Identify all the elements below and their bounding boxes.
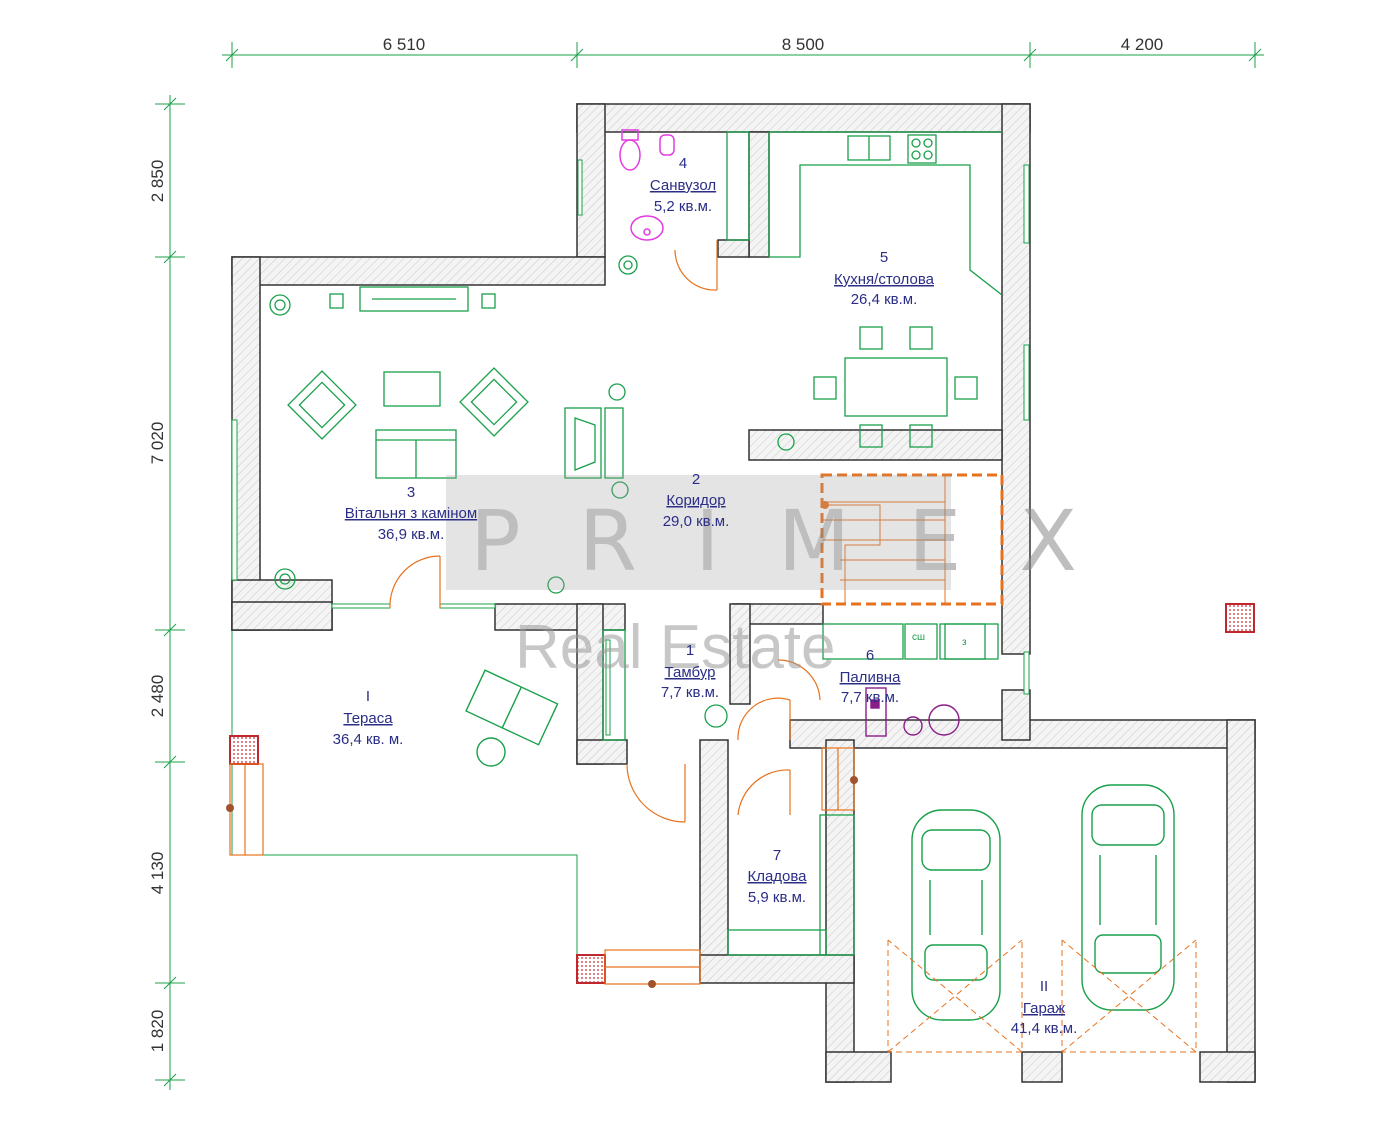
room-number: 5 xyxy=(880,249,888,266)
room-name: Коридор xyxy=(666,492,725,509)
terrace-steps xyxy=(226,747,858,988)
fireplace xyxy=(564,407,602,479)
room-number: 3 xyxy=(407,484,415,501)
room-number: 7 xyxy=(773,847,781,864)
room-area: 5,2 кв.м. xyxy=(654,198,712,215)
boiler-room-fixtures xyxy=(822,623,999,660)
stove-icon xyxy=(907,134,937,164)
washbasin-icon xyxy=(630,215,664,241)
room-name: Санвузол xyxy=(650,177,716,194)
storage-shelves xyxy=(727,814,855,956)
room-name: Гараж xyxy=(1023,1000,1065,1017)
kitchen-furniture xyxy=(768,131,1003,451)
room-area: 7,7 кв.м. xyxy=(661,684,719,701)
room-area: 29,0 кв.м. xyxy=(663,513,730,530)
dim-left-2: 7 020 xyxy=(148,422,167,465)
room-label-II: II Гараж 41,4 кв.м. xyxy=(1011,978,1078,1037)
room-label-6: 6 Паливна 7,7 кв.м. xyxy=(840,647,902,706)
terrace-table xyxy=(476,737,506,767)
room-name: Тераса xyxy=(343,710,393,727)
garage-cars xyxy=(911,784,1175,1021)
washer-box xyxy=(904,623,938,660)
room-label-3: 3 Вітальня з каміном 36,9 кв.м. xyxy=(345,484,477,543)
terrace-outline xyxy=(231,610,578,960)
terrace-furniture xyxy=(465,669,559,767)
toilet-icon xyxy=(619,139,641,171)
watermark-line2: Real Estate xyxy=(515,613,836,682)
room-area: 41,4 кв.м. xyxy=(1011,1020,1078,1037)
columns xyxy=(229,603,1255,984)
dryer-label: з xyxy=(962,637,967,648)
doors xyxy=(389,240,821,823)
room-label-I: I Тераса 36,4 кв. м. xyxy=(333,688,404,748)
boiler-fixtures xyxy=(865,687,960,737)
dim-top-3: 4 200 xyxy=(1121,35,1164,54)
bidet-icon xyxy=(659,134,675,156)
dim-left-4: 4 130 xyxy=(148,852,167,895)
car-right-icon xyxy=(1081,784,1175,1011)
watermark-line1: PRIMEX xyxy=(470,492,1135,590)
armchair-left xyxy=(287,370,357,440)
room-name: Вітальня з каміном xyxy=(345,505,477,522)
armchair-right xyxy=(459,367,529,437)
staircase xyxy=(820,473,1004,606)
car-left-icon xyxy=(911,809,1001,1021)
room-name: Паливна xyxy=(840,669,902,686)
room-area: 5,9 кв.м. xyxy=(748,889,806,906)
room-name: Тамбур xyxy=(665,664,716,681)
room-label-1: 1 Тамбур 7,7 кв.м. xyxy=(661,642,719,701)
bathroom-fixtures xyxy=(619,129,675,241)
room-label-2: 2 Коридор 29,0 кв.м. xyxy=(663,471,730,530)
column-terrace-bottom xyxy=(576,954,606,984)
plant-icon xyxy=(269,294,291,316)
garage-gate-lines xyxy=(887,939,1197,1053)
dim-left-5: 1 820 xyxy=(148,1010,167,1053)
room-number: 2 xyxy=(692,471,700,488)
room-number: 6 xyxy=(866,647,874,664)
bathroom-furniture xyxy=(618,131,750,275)
room-label-4: 4 Санвузол 5,2 кв.м. xyxy=(650,155,716,215)
dim-left-1: 2 850 xyxy=(148,160,167,203)
room-number: 1 xyxy=(686,642,694,659)
dim-left-3: 2 480 xyxy=(148,675,167,718)
room-label-5: 5 Кухня/столова 26,4 кв.м. xyxy=(834,249,935,308)
room-area: 7,7 кв.м. xyxy=(841,689,899,706)
room-number: II xyxy=(1040,978,1048,995)
room-area: 36,9 кв.м. xyxy=(378,526,445,543)
watermark: PRIMEX Real Estate xyxy=(446,475,1135,682)
column-right xyxy=(1225,603,1255,633)
tv-unit xyxy=(359,286,469,312)
column-terrace-left xyxy=(229,735,259,765)
living-room-furniture xyxy=(269,286,629,594)
coffee-table xyxy=(383,371,441,407)
dining-table xyxy=(844,357,948,417)
room-label-7: 7 Кладова 5,9 кв.м. xyxy=(747,847,807,906)
washer-label: сш xyxy=(912,632,925,643)
dimension-labels: 6 510 8 500 4 200 2 850 7 020 2 480 4 13… xyxy=(148,35,1163,1052)
room-area: 36,4 кв. м. xyxy=(333,731,404,748)
room-name: Кладова xyxy=(747,868,807,885)
room-number: I xyxy=(366,688,370,705)
dim-top-1: 6 510 xyxy=(383,35,426,54)
room-number: 4 xyxy=(679,155,687,172)
room-name: Кухня/столова xyxy=(834,271,935,288)
dimension-lines xyxy=(155,42,1264,1090)
dim-top-2: 8 500 xyxy=(782,35,825,54)
vestibule-furniture xyxy=(602,629,728,741)
room-area: 26,4 кв.м. xyxy=(851,291,918,308)
